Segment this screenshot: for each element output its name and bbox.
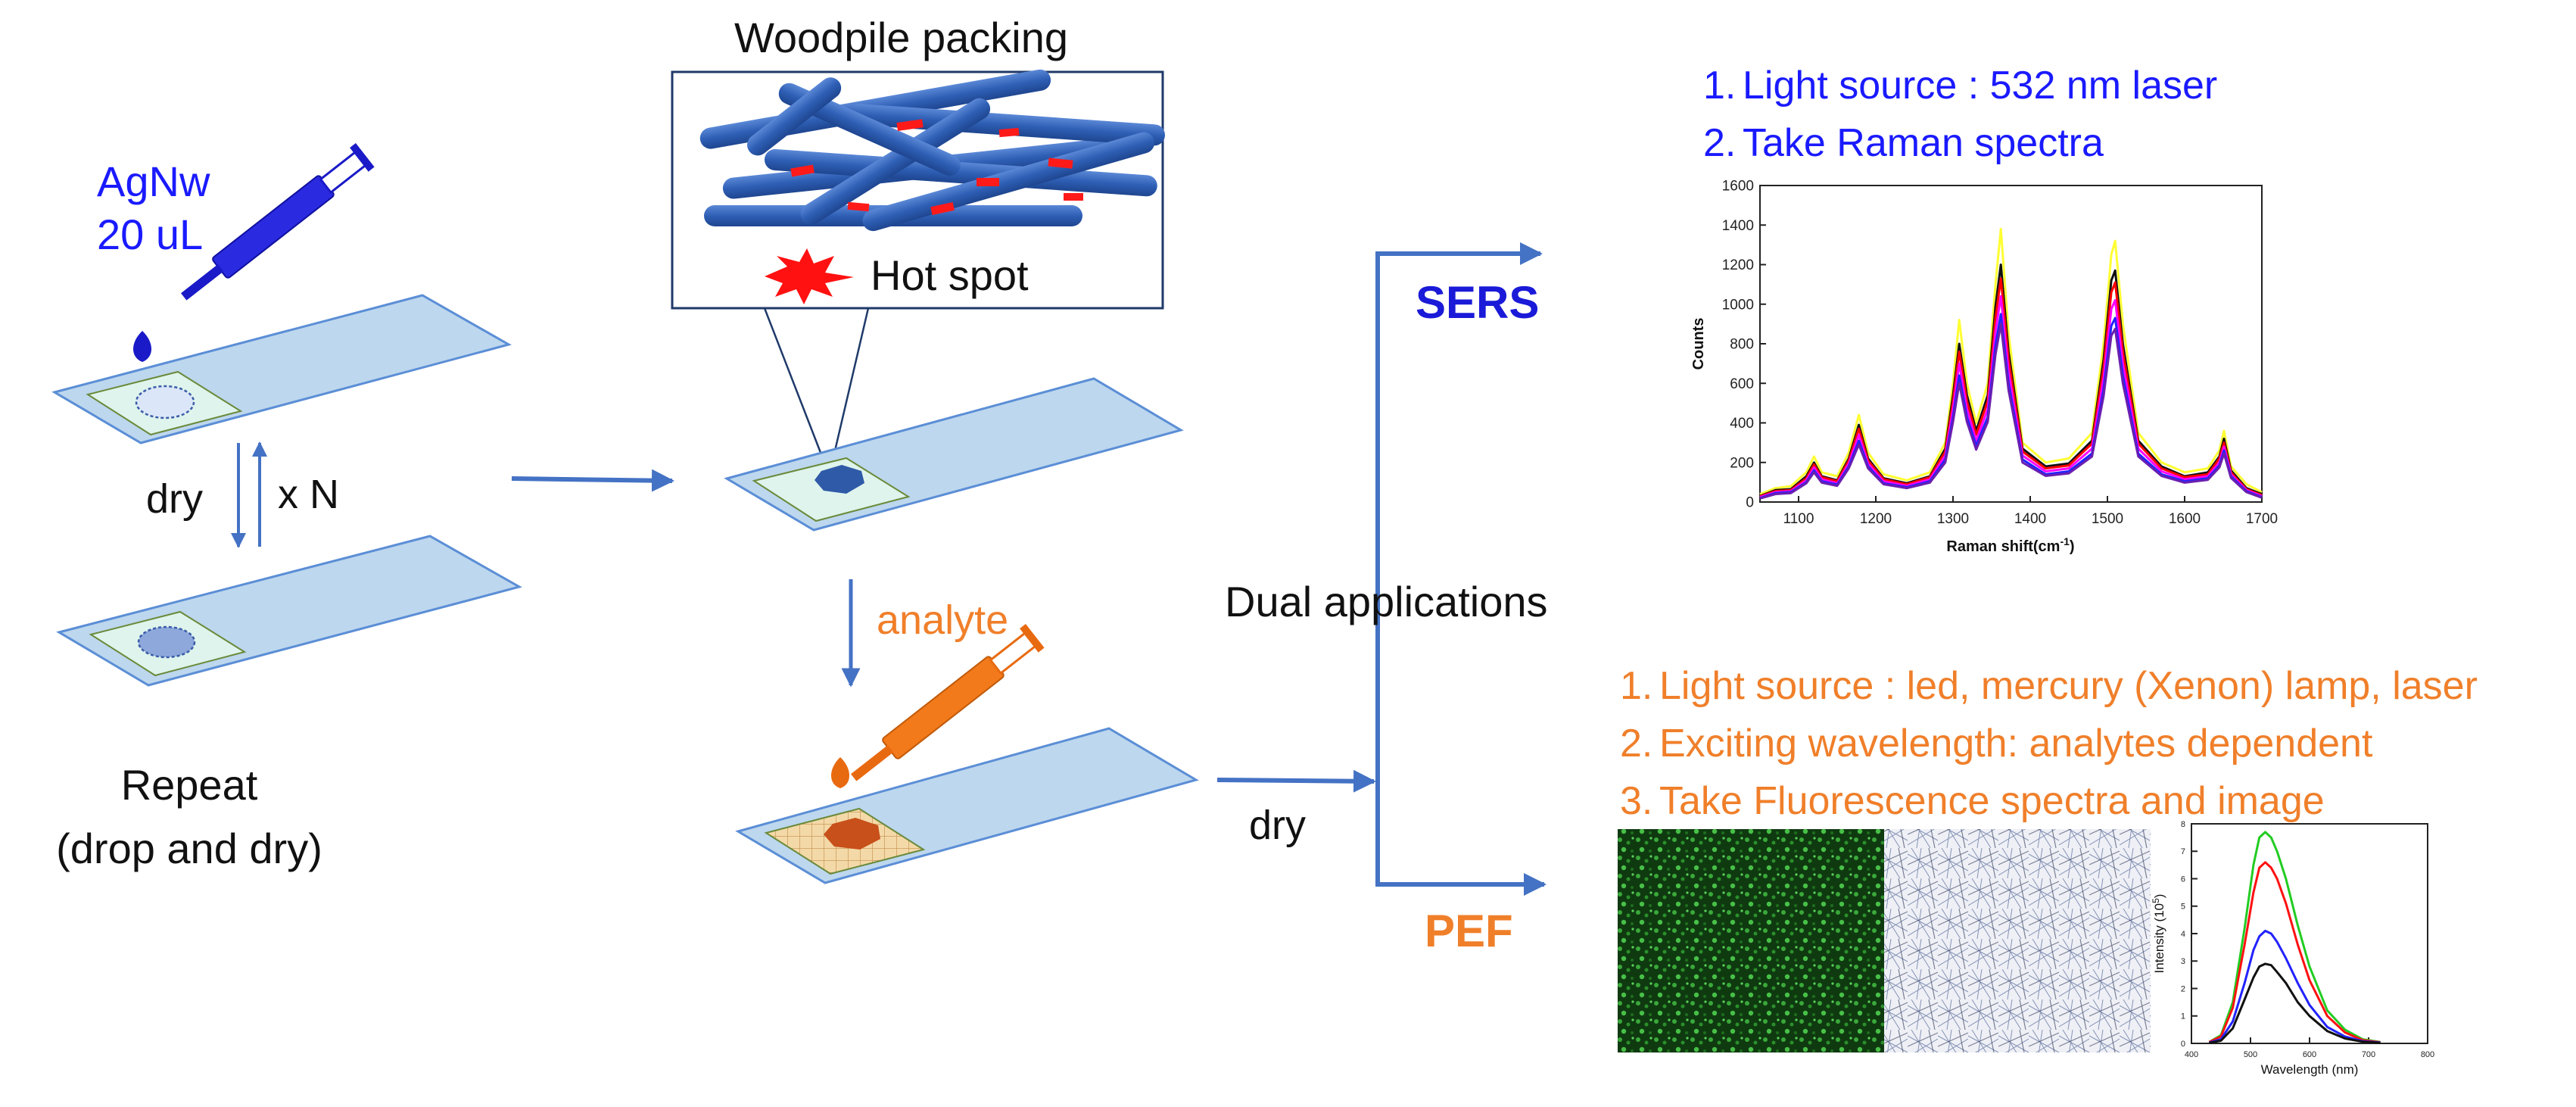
dual-applications-label: Dual applications: [1225, 578, 1548, 625]
sers-step-2: 2.Take Raman spectra: [1703, 114, 2217, 172]
raman-x-tick-label: 1300: [1937, 511, 1969, 527]
raman-series-line-3: [1759, 277, 2263, 498]
pef-step-text: Light source : led, mercury (Xenon) lamp…: [1659, 664, 2478, 708]
raman-series-line-1: [1759, 228, 2263, 495]
raman-series-line-6: [1759, 323, 2263, 500]
fluor-series-line-3: [2209, 929, 2381, 1044]
raman-x-tick-label: 1100: [1783, 511, 1814, 527]
arrow-to-branch: [1216, 769, 1376, 793]
fluor-y-tick-label: 2: [2181, 984, 2185, 993]
pef-steps-list: 1.Light source : led, mercury (Xenon) la…: [1620, 657, 2478, 830]
raman-x-axis-label: Raman shift(cm-1): [1946, 535, 2074, 555]
raman-y-tick-label: 1000: [1722, 297, 1754, 313]
fluorescence-image: [1618, 829, 1884, 1052]
fluor-x-tick-label: 700: [2362, 1050, 2375, 1059]
fluor-y-tick-label: 3: [2181, 957, 2185, 966]
slide-1: [51, 294, 512, 444]
raman-y-tick-label: 1200: [1722, 257, 1754, 273]
fluor-x-tick-label: 600: [2303, 1050, 2316, 1059]
repeat-caption-line1: Repeat: [120, 761, 258, 809]
agnw-pipette: [133, 143, 375, 362]
fluor-series-line-4: [2209, 962, 2381, 1044]
analyte-label: analyte: [877, 597, 1009, 643]
raman-y-tick-label: 600: [1730, 376, 1754, 392]
hot-spot-icon: [765, 248, 854, 304]
repeat-caption: Repeat (drop and dry): [38, 753, 341, 881]
fluor-y-tick-label: 5: [2181, 903, 2185, 912]
dry-left-label: dry: [146, 476, 204, 522]
pef-step-2: 2.Exciting wavelength: analytes dependen…: [1620, 715, 2478, 772]
raman-x-tick-label: 1200: [1860, 511, 1892, 527]
fluor-series-line-1: [2208, 831, 2381, 1043]
fluor-y-tick-label: 8: [2181, 820, 2185, 829]
branch-arrows: [1375, 242, 1547, 896]
pef-step-number: 3.: [1620, 779, 1653, 823]
raman-y-tick-label: 400: [1730, 416, 1754, 432]
pef-step-text: Take Fluorescence spectra and image: [1659, 779, 2325, 823]
fluor-x-tick-label: 500: [2244, 1050, 2257, 1059]
fluor-x-axis-label: Wavelength (nm): [2261, 1062, 2359, 1077]
hot-spot-markers: [790, 119, 1083, 215]
fluor-y-tick-label: 4: [2181, 930, 2185, 939]
pef-step-3: 3.Take Fluorescence spectra and image: [1620, 772, 2478, 830]
hot-spot-label: Hot spot: [871, 251, 1029, 299]
pef-label: PEF: [1425, 906, 1513, 956]
raman-y-tick-label: 800: [1730, 337, 1754, 353]
fluor-y-axis-label: Intensity (105): [2151, 894, 2166, 974]
fluor-y-tick-label: 0: [2181, 1040, 2185, 1049]
pef-step-text: Exciting wavelength: analytes dependent: [1659, 722, 2373, 766]
raman-y-tick-label: 1600: [1722, 179, 1754, 195]
brightfield-image: [1884, 829, 2151, 1052]
raman-spectrum-chart: 1100 1200 1300 1400 1500 1600 1700 0 200 400 600 80…: [1690, 179, 2278, 555]
repeat-count-label: x N: [278, 472, 339, 517]
agnw-label-line1: AgNw: [97, 157, 210, 205]
pef-step-number: 1.: [1620, 664, 1653, 708]
dry-mid-label: dry: [1249, 803, 1307, 848]
slide-4: [735, 727, 1199, 884]
pef-step-number: 2.: [1620, 722, 1653, 766]
raman-x-tick-label: 1400: [2014, 511, 2046, 527]
repeat-caption-line2: (drop and dry): [56, 825, 322, 872]
sers-label: SERS: [1416, 277, 1540, 328]
raman-y-tick-label: 0: [1746, 495, 1754, 511]
raman-y-axis-label: Counts: [1690, 318, 1707, 370]
fluor-series-line-2: [2208, 861, 2381, 1043]
woodpile-title: Woodpile packing: [734, 14, 1069, 61]
slide-2: [56, 535, 522, 687]
sers-step-number: 2.: [1703, 121, 1737, 165]
fluor-y-tick-label: 7: [2181, 847, 2185, 856]
woodpile-callout: [671, 69, 1166, 461]
agnw-label: AgNw 20 uL: [97, 155, 210, 261]
raman-y-tick-label: 1400: [1722, 218, 1754, 234]
fluor-x-tick-label: 800: [2421, 1050, 2434, 1059]
repeat-arrows: [231, 441, 267, 548]
analyte-pipette: [831, 624, 1045, 788]
sers-step-1: 1.Light source : 532 nm laser: [1703, 57, 2217, 114]
slide-3: [724, 377, 1184, 532]
fluorescence-spectrum-chart: 400 500 600 700 800 0 1 2 3 4 5 6 7 8 Wavelength (nm)…: [2151, 820, 2434, 1077]
arrow-to-woodpile: [511, 469, 674, 492]
raman-y-tick-label: 200: [1730, 455, 1754, 471]
fluor-plot-frame: [2191, 823, 2428, 1044]
fluor-y-tick-label: 1: [2181, 1012, 2185, 1021]
sers-step-text: Take Raman spectra: [1743, 121, 2104, 165]
raman-x-tick-label: 1600: [2169, 511, 2201, 527]
raman-x-tick-label: 1700: [2246, 511, 2278, 527]
pef-step-1: 1.Light source : led, mercury (Xenon) la…: [1620, 657, 2478, 715]
sers-step-number: 1.: [1703, 64, 1737, 108]
sers-step-text: Light source : 532 nm laser: [1743, 64, 2218, 108]
fluor-x-tick-label: 400: [2185, 1050, 2198, 1059]
raman-x-tick-label: 1500: [2092, 511, 2123, 527]
fluor-y-tick-label: 6: [2181, 875, 2185, 884]
agnw-label-line2: 20 uL: [97, 210, 204, 258]
